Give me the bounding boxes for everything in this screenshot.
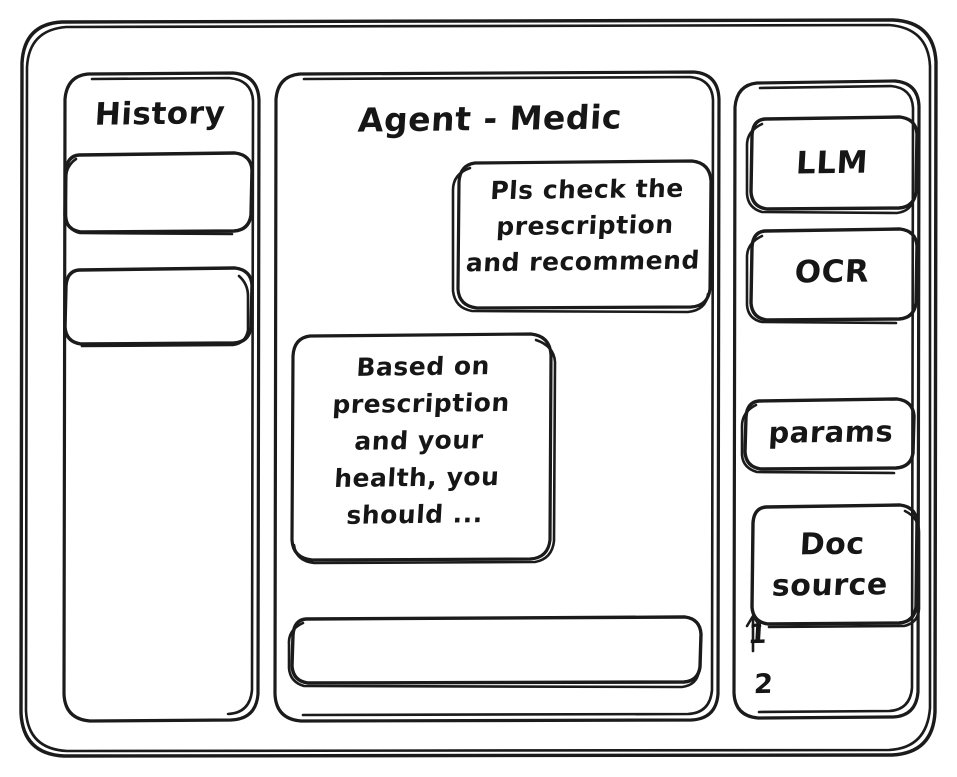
- doc-source-box[interactable]: [750, 503, 921, 629]
- tool-button-llm[interactable]: [745, 115, 919, 215]
- sidebar-left-panel: [62, 71, 261, 723]
- tool-button-ocr-label: OCR: [793, 253, 871, 291]
- composer-input[interactable]: [287, 615, 703, 689]
- main-panel: [273, 70, 721, 723]
- sidebar-right-panel: [732, 79, 921, 720]
- message-bubble-user: [451, 159, 713, 314]
- assistant-message-text: Based on prescription and your health, y…: [331, 351, 511, 530]
- tool-button-llm-label: LLM: [795, 144, 870, 182]
- doc-source-label: Doc source: [770, 526, 889, 604]
- tool-button-ocr[interactable]: [745, 227, 919, 325]
- window-frame: [19, 18, 938, 758]
- user-message-text: Pls check the prescription and recommend: [465, 173, 701, 278]
- params-box-label: params: [767, 414, 895, 450]
- page-title: Agent - Medic: [356, 97, 624, 140]
- sidebar-left-title: History: [93, 95, 227, 133]
- history-item-2[interactable]: [63, 266, 254, 348]
- params-box[interactable]: [740, 397, 916, 475]
- doc-source-ref-tick: [745, 614, 762, 653]
- message-bubble-assistant: [290, 332, 557, 565]
- history-item-1[interactable]: [63, 151, 254, 236]
- doc-source-ref-2[interactable]: 2: [753, 668, 775, 701]
- doc-source-ref-1[interactable]: 1: [747, 618, 769, 651]
